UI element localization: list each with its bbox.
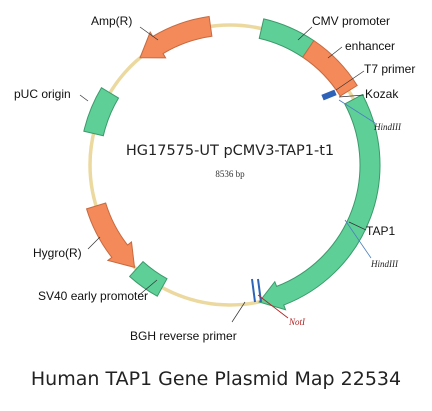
label-kozak: Kozak — [365, 87, 399, 101]
bgh-primer-marker-2 — [257, 278, 262, 303]
label-puc-origin: pUC origin — [14, 87, 71, 101]
figure-caption: Human TAP1 Gene Plasmid Map 22534 — [30, 368, 402, 390]
kozak-marker — [321, 89, 337, 101]
label-hygro-r: Hygro(R) — [33, 246, 82, 260]
cmv-label-line — [297, 26, 313, 41]
label-bgh-reverse-primer: BGH reverse primer — [130, 329, 237, 343]
hindiii-site-line-2 — [344, 219, 372, 259]
feature-arc-puc-origin — [83, 87, 120, 137]
label-enhancer: enhancer — [345, 39, 395, 53]
label-sv40-early-promoter: SV40 early promoter — [38, 289, 148, 303]
hindiii-site-line-1 — [338, 99, 376, 124]
hygro-label-line — [87, 236, 101, 250]
tap1-label-line — [348, 221, 367, 231]
site-hindiii-2: HindIII — [370, 259, 399, 269]
sv40-label-line — [137, 279, 158, 297]
feature-arc-hygro-r — [85, 202, 136, 269]
feature-arc-sv40-promoter — [128, 260, 168, 297]
kozak-label-line — [338, 94, 365, 98]
label-amp-r: Amp(R) — [91, 14, 132, 28]
bgh-primer-marker — [251, 278, 256, 303]
plasmid-name: HG17575-UT pCMV3-TAP1-t1 — [126, 143, 334, 159]
feature-arc-enhancer — [302, 39, 358, 97]
enhancer-label-line — [327, 46, 343, 59]
noti-site-line — [257, 294, 289, 319]
t7-label-line — [335, 70, 365, 91]
bgh-label-line — [231, 301, 246, 323]
label-cmv-promoter: CMV promoter — [312, 14, 390, 28]
feature-arc-amp-r — [139, 15, 213, 59]
puc-label-line — [79, 94, 89, 102]
label-t7-primer: T7 primer — [364, 62, 415, 76]
feature-arc-cmv-promoter — [258, 18, 315, 58]
label-tap1: TAP1 — [366, 224, 395, 238]
amp-label-line — [139, 26, 159, 41]
site-noti: NotI — [288, 317, 306, 327]
feature-arc-tap1 — [258, 93, 381, 311]
site-hindiii-1: HindIII — [373, 122, 402, 132]
plasmid-size: 8536 bp — [215, 169, 245, 179]
